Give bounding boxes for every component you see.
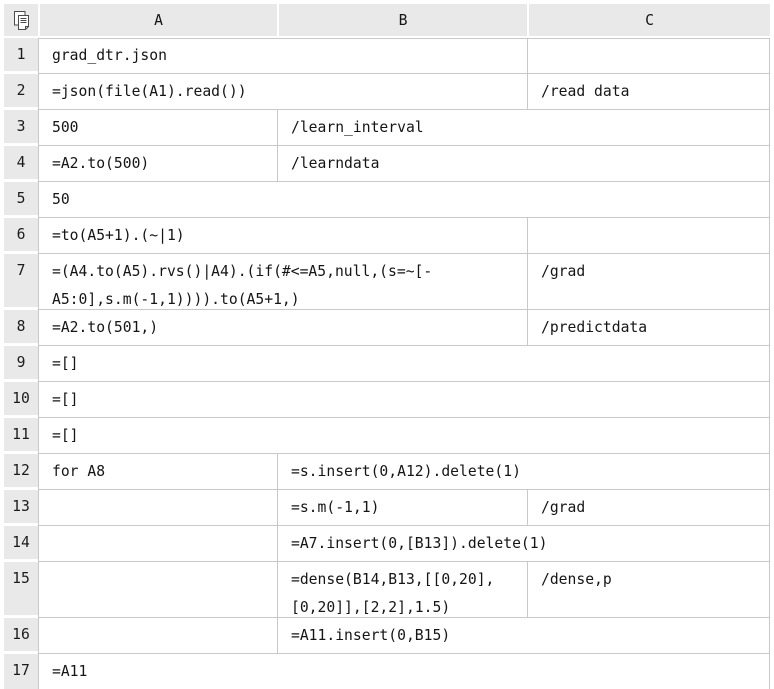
row-number[interactable]: 10 [4, 382, 38, 415]
cell-B4[interactable]: /learndata [277, 146, 769, 182]
row-number[interactable]: 2 [4, 74, 38, 107]
header-row: A B C [4, 4, 770, 36]
row-number[interactable]: 17 [4, 654, 38, 689]
row-number[interactable]: 5 [4, 182, 38, 215]
row-4: 4 =A2.to(500) /learndata [4, 146, 770, 182]
row-15: 15 =dense(B14,B13,[[0,20], [0,20]],[2,2]… [4, 562, 770, 618]
row-2: 2 =json(file(A1).read()) /read data [4, 74, 770, 110]
cell-C7[interactable]: /grad [527, 254, 769, 310]
cell-A10[interactable]: =[] [39, 382, 769, 418]
row-12: 12 for A8 =s.insert(0,A12).delete(1) [4, 454, 770, 490]
cell-C6[interactable] [527, 218, 769, 254]
cell-B12[interactable]: =s.insert(0,A12).delete(1) [277, 454, 769, 490]
column-header-c[interactable]: C [529, 4, 770, 36]
row-14: 14 =A7.insert(0,[B13]).delete(1) [4, 526, 770, 562]
row-number[interactable]: 13 [4, 490, 38, 523]
cell-A6[interactable]: =to(A5+1).(~|1) [39, 218, 527, 254]
documents-icon [13, 10, 29, 30]
cell-A11[interactable]: =[] [39, 418, 769, 454]
row-number[interactable]: 11 [4, 418, 38, 451]
row-1: 1 grad_dtr.json [4, 38, 770, 74]
row-11: 11 =[] [4, 418, 770, 454]
cell-A2[interactable]: =json(file(A1).read()) [39, 74, 527, 110]
row-5: 5 50 [4, 182, 770, 218]
cell-B3[interactable]: /learn_interval [277, 110, 769, 146]
row-16: 16 =A11.insert(0,B15) [4, 618, 770, 654]
row-number[interactable]: 14 [4, 526, 38, 559]
row-number[interactable]: 9 [4, 346, 38, 379]
cell-A9[interactable]: =[] [39, 346, 769, 382]
cell-B16[interactable]: =A11.insert(0,B15) [277, 618, 769, 654]
row-9: 9 =[] [4, 346, 770, 382]
row-number[interactable]: 16 [4, 618, 38, 651]
cell-A1[interactable]: grad_dtr.json [39, 38, 527, 74]
cell-A8[interactable]: =A2.to(501,) [39, 310, 527, 346]
cell-A15[interactable] [39, 562, 277, 618]
cell-C1[interactable] [527, 38, 769, 74]
cell-C13[interactable]: /grad [527, 490, 769, 526]
cell-A13[interactable] [39, 490, 277, 526]
cell-C2[interactable]: /read data [527, 74, 769, 110]
row-8: 8 =A2.to(501,) /predictdata [4, 310, 770, 346]
row-number[interactable]: 12 [4, 454, 38, 487]
spreadsheet: A B C 1 grad_dtr.json 2 =json(file(A1).r… [4, 4, 770, 689]
row-number[interactable]: 1 [4, 38, 38, 71]
row-6: 6 =to(A5+1).(~|1) [4, 218, 770, 254]
row-10: 10 =[] [4, 382, 770, 418]
row-number[interactable]: 4 [4, 146, 38, 179]
cell-A7[interactable]: =(A4.to(A5).rvs()|A4).(if(#<=A5,null,(s=… [39, 254, 527, 310]
cell-A16[interactable] [39, 618, 277, 654]
row-number[interactable]: 15 [4, 562, 38, 615]
select-all-corner[interactable] [4, 4, 38, 36]
row-13: 13 =s.m(-1,1) /grad [4, 490, 770, 526]
cell-A4[interactable]: =A2.to(500) [39, 146, 277, 182]
cell-C8[interactable]: /predictdata [527, 310, 769, 346]
cell-A14[interactable] [39, 526, 277, 562]
cell-A3[interactable]: 500 [39, 110, 277, 146]
column-header-a[interactable]: A [40, 4, 277, 36]
cell-B13[interactable]: =s.m(-1,1) [277, 490, 527, 526]
row-17: 17 =A11 [4, 654, 770, 689]
cell-B15[interactable]: =dense(B14,B13,[[0,20], [0,20]],[2,2],1.… [277, 562, 527, 618]
row-number[interactable]: 3 [4, 110, 38, 143]
row-number[interactable]: 7 [4, 254, 38, 307]
cell-A12[interactable]: for A8 [39, 454, 277, 490]
cell-B14[interactable]: =A7.insert(0,[B13]).delete(1) [277, 526, 769, 562]
cell-C15[interactable]: /dense,p [527, 562, 769, 618]
row-7: 7 =(A4.to(A5).rvs()|A4).(if(#<=A5,null,(… [4, 254, 770, 310]
cell-A5[interactable]: 50 [39, 182, 769, 218]
cell-A17[interactable]: =A11 [52, 663, 88, 680]
row-number[interactable]: 8 [4, 310, 38, 343]
row-3: 3 500 /learn_interval [4, 110, 770, 146]
sheet-body: 1 grad_dtr.json 2 =json(file(A1).read())… [4, 38, 770, 689]
column-header-b[interactable]: B [279, 4, 527, 36]
row-number[interactable]: 6 [4, 218, 38, 251]
